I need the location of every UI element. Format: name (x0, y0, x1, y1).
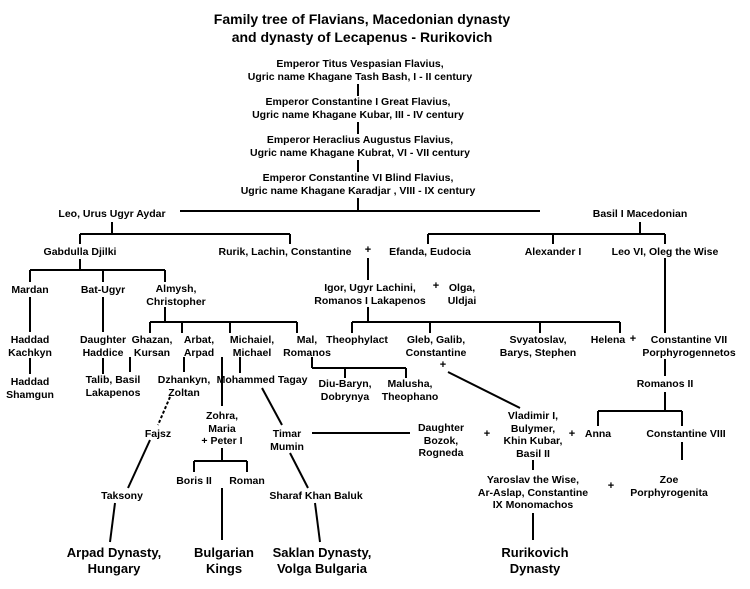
node-vladimir-i: Vladimir I, Bulymer, Khin Kubar, Basil I… (503, 410, 563, 460)
node-constantine-vii: Constantine VII Porphyrogennetos (642, 334, 736, 359)
node-arpad-dynasty: Arpad Dynasty, Hungary (66, 545, 162, 576)
node-leo-vi: Leo VI, Oleg the Wise (611, 246, 719, 258)
node-almysh: Almysh, Christopher (146, 283, 206, 308)
node-haddad-kachkyn: Haddad Kachkyn (8, 334, 52, 359)
node-diu-baryn: Diu-Baryn, Dobrynya (318, 378, 372, 403)
marriage-sign: + (483, 428, 491, 440)
node-arbat: Arbat, Arpad (183, 334, 215, 359)
node-bat-ugyr: Bat-Ugyr (80, 284, 126, 296)
node-saklan-dynasty: Saklan Dynasty, Volga Bulgaria (272, 545, 372, 576)
node-anna: Anna (584, 428, 612, 440)
node-yaroslav: Yaroslav the Wise, Ar-Aslap, Constantine… (477, 474, 589, 511)
node-zohra: Zohra, Maria + Peter I (201, 410, 243, 447)
node-michaiel: Michaiel, Michael (229, 334, 275, 359)
node-leo-urus: Leo, Urus Ugyr Aydar (58, 208, 166, 220)
node-ghazan: Ghazan, Kursan (131, 334, 173, 359)
marriage-sign: + (607, 480, 615, 492)
node-sharaf: Sharaf Khan Baluk (269, 490, 363, 502)
node-romanos-ii: Romanos II (636, 378, 694, 390)
marriage-sign: + (568, 428, 576, 440)
marriage-sign: + (432, 280, 440, 292)
node-constantine-viii: Constantine VIII (646, 428, 726, 440)
node-mardan: Mardan (11, 284, 49, 296)
marriage-sign: + (629, 333, 637, 345)
node-rurikovich-dynasty: Rurikovich Dynasty (501, 545, 569, 576)
page-title: Family tree of Flavians, Macedonian dyna… (213, 11, 511, 45)
node-constantine-i: Emperor Constantine I Great Flavius, Ugr… (252, 96, 464, 121)
node-alexander-i: Alexander I (524, 246, 582, 258)
node-bulgarian-kings: Bulgarian Kings (194, 545, 254, 576)
node-svyatoslav: Svyatoslav, Barys, Stephen (499, 334, 577, 359)
node-haddad-shamgun: Haddad Shamgun (6, 376, 54, 401)
node-titus: Emperor Titus Vespasian Flavius, Ugric n… (247, 58, 473, 83)
node-boris-ii: Boris II (176, 475, 212, 487)
node-theophylact: Theophylact (326, 334, 388, 346)
node-roman: Roman (229, 475, 265, 487)
node-talib: Talib, Basil Lakapenos (85, 374, 141, 399)
node-gleb: Gleb, Galib, Constantine (405, 334, 467, 359)
node-constantine-vi: Emperor Constantine VI Blind Flavius, Ug… (240, 172, 476, 197)
node-basil-i: Basil I Macedonian (592, 208, 688, 220)
marriage-sign: + (439, 359, 447, 371)
node-timar: Timar Mumin (270, 428, 304, 453)
node-mal: Mal, Romanos (283, 334, 331, 359)
node-daughter-haddice: Daughter Haddice (79, 334, 127, 359)
node-zoe: Zoe Porphyrogenita (630, 474, 708, 499)
node-heraclius: Emperor Heraclius Augustus Flavius, Ugri… (250, 134, 470, 159)
marriage-sign: + (364, 244, 372, 256)
node-dzhankyn: Dzhankyn, Zoltan (157, 374, 211, 399)
node-olga: Olga, Uldjai (447, 282, 477, 307)
node-taksony: Taksony (101, 490, 143, 502)
node-igor: Igor, Ugyr Lachini, Romanos I Lakapenos (314, 282, 426, 307)
node-efanda: Efanda, Eudocia (389, 246, 471, 258)
node-daughter-bozok: Daughter Bozok, Rogneda (417, 422, 465, 459)
node-helena: Helena (590, 334, 626, 346)
node-gabdulla: Gabdulla Djilki (43, 246, 117, 258)
node-fajsz: Fajsz (144, 428, 172, 440)
node-rurik: Rurik, Lachin, Constantine (218, 246, 352, 258)
node-mohammed: Mohammed Tagay (216, 374, 308, 386)
node-malusha: Malusha, Theophano (381, 378, 439, 403)
